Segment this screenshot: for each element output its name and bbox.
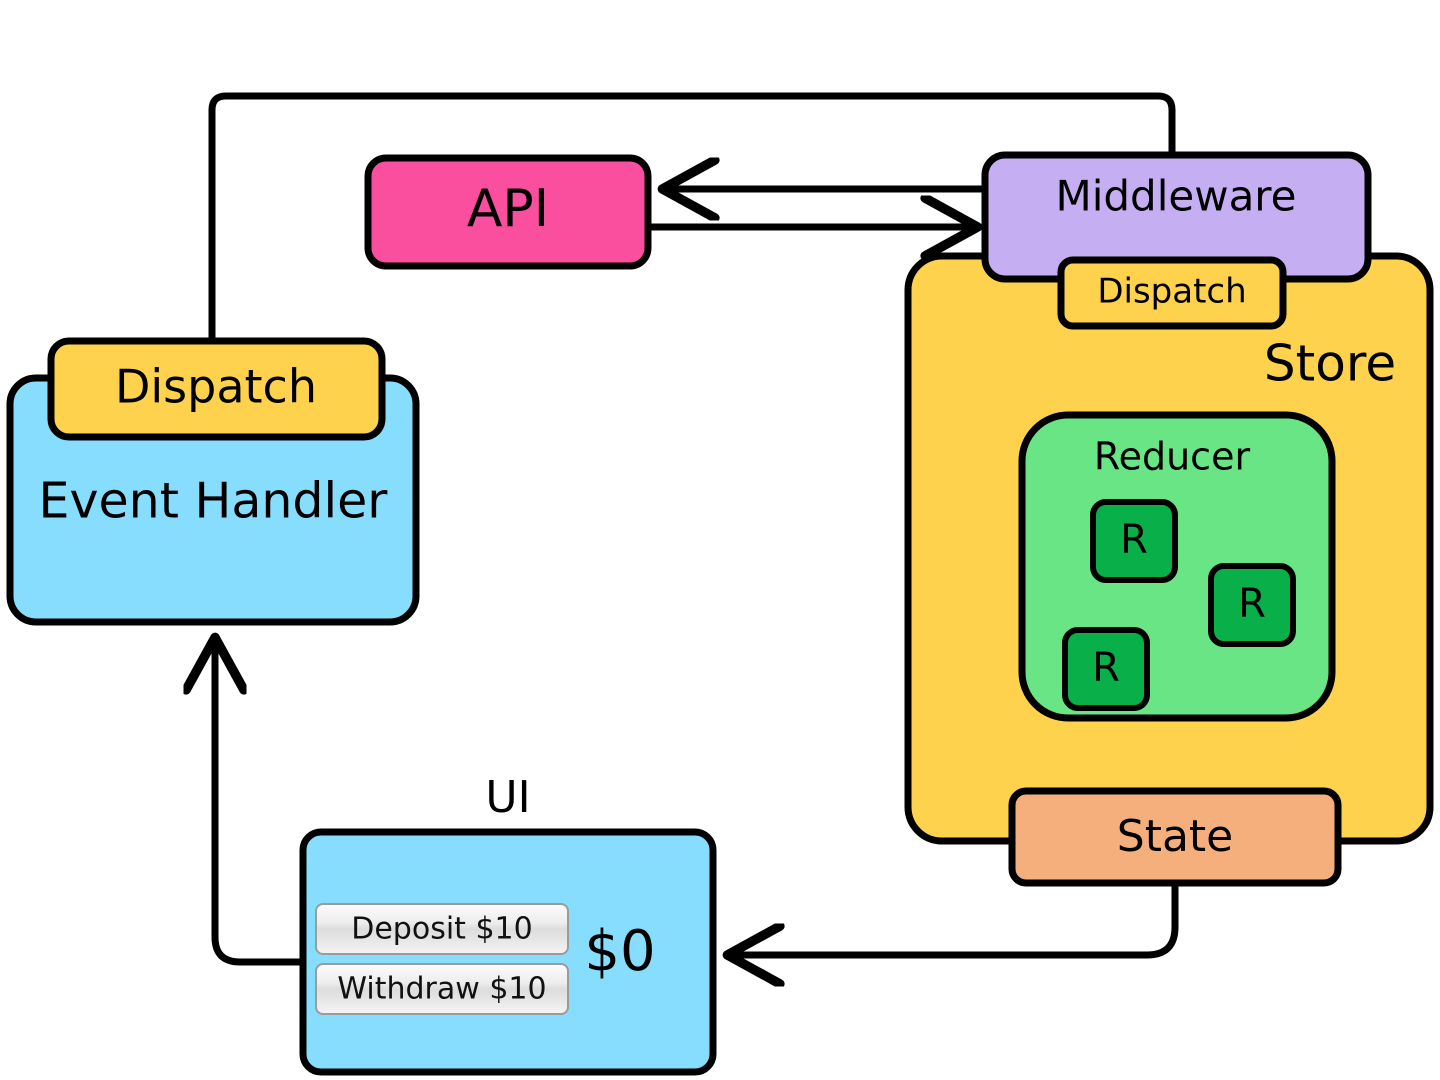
handler-dispatch-node[interactable]: Dispatch: [47, 337, 386, 441]
withdraw-button-label: Withdraw $10: [337, 972, 546, 1007]
reducer-item[interactable]: R: [1062, 627, 1150, 711]
state-label: State: [1117, 811, 1233, 862]
deposit-button[interactable]: Deposit $10: [315, 903, 569, 955]
ui-group: UI Deposit $10 Withdraw $10 $0: [299, 772, 717, 1076]
reducer-item-label: R: [1120, 517, 1148, 563]
api-label: API: [467, 179, 549, 239]
deposit-button-label: Deposit $10: [351, 912, 532, 947]
store-dispatch-node[interactable]: Dispatch: [1057, 256, 1287, 330]
middleware-node[interactable]: Middleware: [981, 151, 1372, 283]
state-node[interactable]: State: [1008, 787, 1342, 887]
ui-label: UI: [485, 772, 530, 823]
edge-ui-to-event-handler: [215, 640, 303, 966]
store-label: Store: [1264, 335, 1396, 393]
reducer-node[interactable]: Reducer R R R: [1018, 411, 1336, 722]
handler-dispatch-label: Dispatch: [115, 360, 317, 414]
store-dispatch-label: Dispatch: [1097, 272, 1246, 312]
withdraw-button[interactable]: Withdraw $10: [315, 963, 569, 1015]
ui-balance-value: $0: [584, 919, 655, 984]
reducer-label: Reducer: [1094, 435, 1251, 479]
api-node[interactable]: API: [364, 154, 652, 270]
edge-handler-dispatch-to-middleware: [208, 92, 1176, 355]
reducer-item-label: R: [1238, 581, 1266, 627]
event-handler-label: Event Handler: [39, 473, 389, 530]
reducer-item[interactable]: R: [1090, 499, 1178, 583]
edge-state-to-ui: [730, 884, 1179, 955]
reducer-item[interactable]: R: [1208, 563, 1296, 647]
middleware-label: Middleware: [1055, 172, 1296, 221]
reducer-item-label: R: [1092, 645, 1120, 691]
